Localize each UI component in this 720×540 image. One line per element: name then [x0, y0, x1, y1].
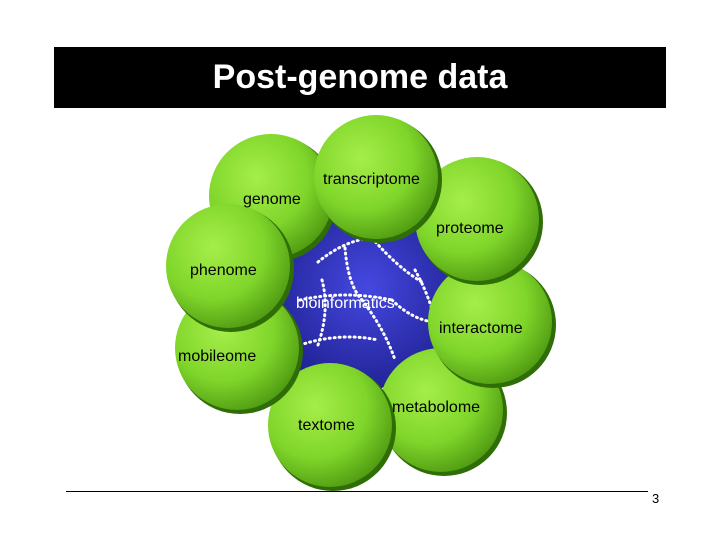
network-links — [298, 236, 442, 362]
label-proteome: proteome — [436, 220, 504, 237]
link-3 — [298, 293, 394, 302]
node-transcriptome — [314, 115, 442, 243]
slide-title: Post-genome data — [212, 58, 508, 96]
link-7 — [298, 335, 380, 347]
link-4 — [370, 236, 424, 284]
label-textome: textome — [298, 417, 355, 434]
omics-circles — [166, 115, 556, 491]
node-textome — [268, 363, 396, 491]
node-interactome — [428, 260, 556, 388]
title-bar: Post-genome data — [54, 47, 666, 108]
label-phenome: phenome — [190, 262, 257, 279]
label-interactome: interactome — [439, 320, 523, 337]
label-genome: genome — [243, 191, 301, 208]
footer-divider — [66, 491, 648, 492]
link-2 — [343, 246, 364, 302]
link-5 — [360, 298, 397, 362]
page-number: 3 — [652, 491, 660, 506]
label-bioinformatics: bioinformatics — [296, 295, 395, 312]
link-6 — [390, 298, 434, 324]
label-transcriptome: transcriptome — [323, 171, 420, 188]
node-phenome — [166, 204, 294, 332]
node-proteome — [415, 157, 543, 285]
label-metabolome: metabolome — [392, 399, 480, 416]
label-mobileome: mobileome — [178, 348, 256, 365]
link-9 — [316, 278, 327, 347]
node-labels: genome transcriptome proteome phenome bi… — [178, 171, 523, 434]
